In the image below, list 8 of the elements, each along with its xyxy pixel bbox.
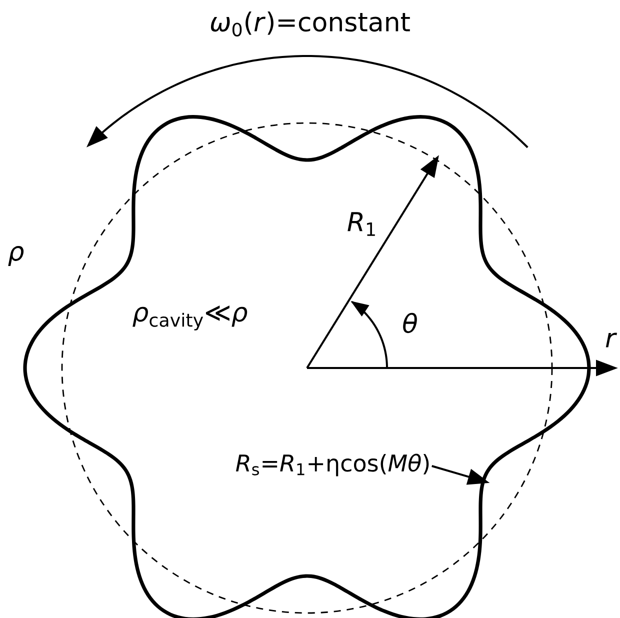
axis-label: r bbox=[606, 332, 618, 348]
title: ω$_{0}$(r)=constant bbox=[210, 12, 410, 36]
cavity-outline bbox=[23, 115, 591, 618]
radius-label: R$_{1}$ bbox=[348, 212, 375, 236]
density-label: ρ bbox=[8, 246, 24, 266]
angle-label: θ bbox=[403, 312, 417, 334]
formula-label: R$_{s}$=R$_{1}$+ηcos(Mθ) bbox=[236, 454, 429, 476]
density-label: ρ$_{cavity}$≪ρ bbox=[132, 306, 248, 330]
